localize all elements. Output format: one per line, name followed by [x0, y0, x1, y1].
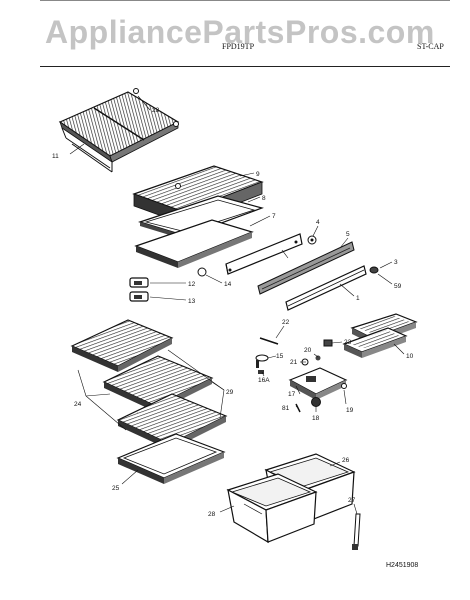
callout-8: 8	[262, 195, 266, 202]
callout-5: 5	[346, 231, 350, 238]
freezer-wire-shelf	[58, 88, 180, 173]
callout-25: 25	[112, 485, 120, 492]
callout-leaders	[69, 95, 405, 515]
crisper-glass-shelf	[116, 433, 226, 484]
slide-rail-upper	[257, 241, 355, 295]
crisper-drawer-left	[226, 473, 318, 544]
callout-4: 4	[316, 219, 320, 226]
callout-9: 9	[256, 171, 260, 178]
callout-18: 18	[312, 415, 320, 422]
callout-23: 23	[344, 339, 352, 346]
callout-27: 27	[348, 497, 356, 504]
callout-19: 19	[346, 407, 354, 414]
callout-12: 12	[188, 281, 196, 288]
callout-22: 22	[282, 319, 290, 326]
callout-21: 21	[290, 359, 298, 366]
refrigerator-wire-shelf-top	[70, 319, 174, 372]
callout-13: 13	[188, 298, 196, 305]
slide-rail-lower	[285, 265, 367, 311]
small-hardware	[129, 235, 379, 413]
glass-shelf-insert	[134, 219, 254, 268]
callout-10: 10	[406, 353, 414, 360]
callout-1: 1	[356, 295, 360, 302]
shelf-support-rail	[225, 233, 303, 275]
callout-16A: 16A	[258, 377, 270, 384]
callout-numbers: 28 11 9 8 7 4 5 3 59 1 14 12 13 22 23 15…	[52, 107, 414, 518]
callout-11: 11	[52, 153, 59, 160]
callout-15: 15	[276, 353, 284, 360]
site-watermark: AppliancePartsPros.com	[45, 14, 435, 50]
callout-14: 14	[224, 281, 232, 288]
callout-59: 59	[394, 283, 402, 290]
callout-81: 81	[282, 405, 290, 412]
top-rule	[40, 0, 450, 4]
drawing-number: H2451908	[386, 562, 419, 569]
callout-17: 17	[288, 391, 296, 398]
callout-29: 29	[226, 389, 234, 396]
callout-20: 20	[304, 347, 312, 354]
callout-28-top: 28	[152, 107, 160, 114]
drawer-stop-tool	[352, 513, 361, 550]
callout-24: 24	[74, 401, 82, 408]
model-number: FPD19TP	[222, 42, 255, 51]
callout-7: 7	[272, 213, 276, 220]
header-rule	[40, 66, 450, 67]
egg-trays	[342, 313, 418, 358]
section-code: ST-CAP	[417, 42, 444, 51]
callout-28-bottom: 28	[208, 511, 216, 518]
callout-26: 26	[342, 457, 350, 464]
callout-3: 3	[394, 259, 398, 266]
